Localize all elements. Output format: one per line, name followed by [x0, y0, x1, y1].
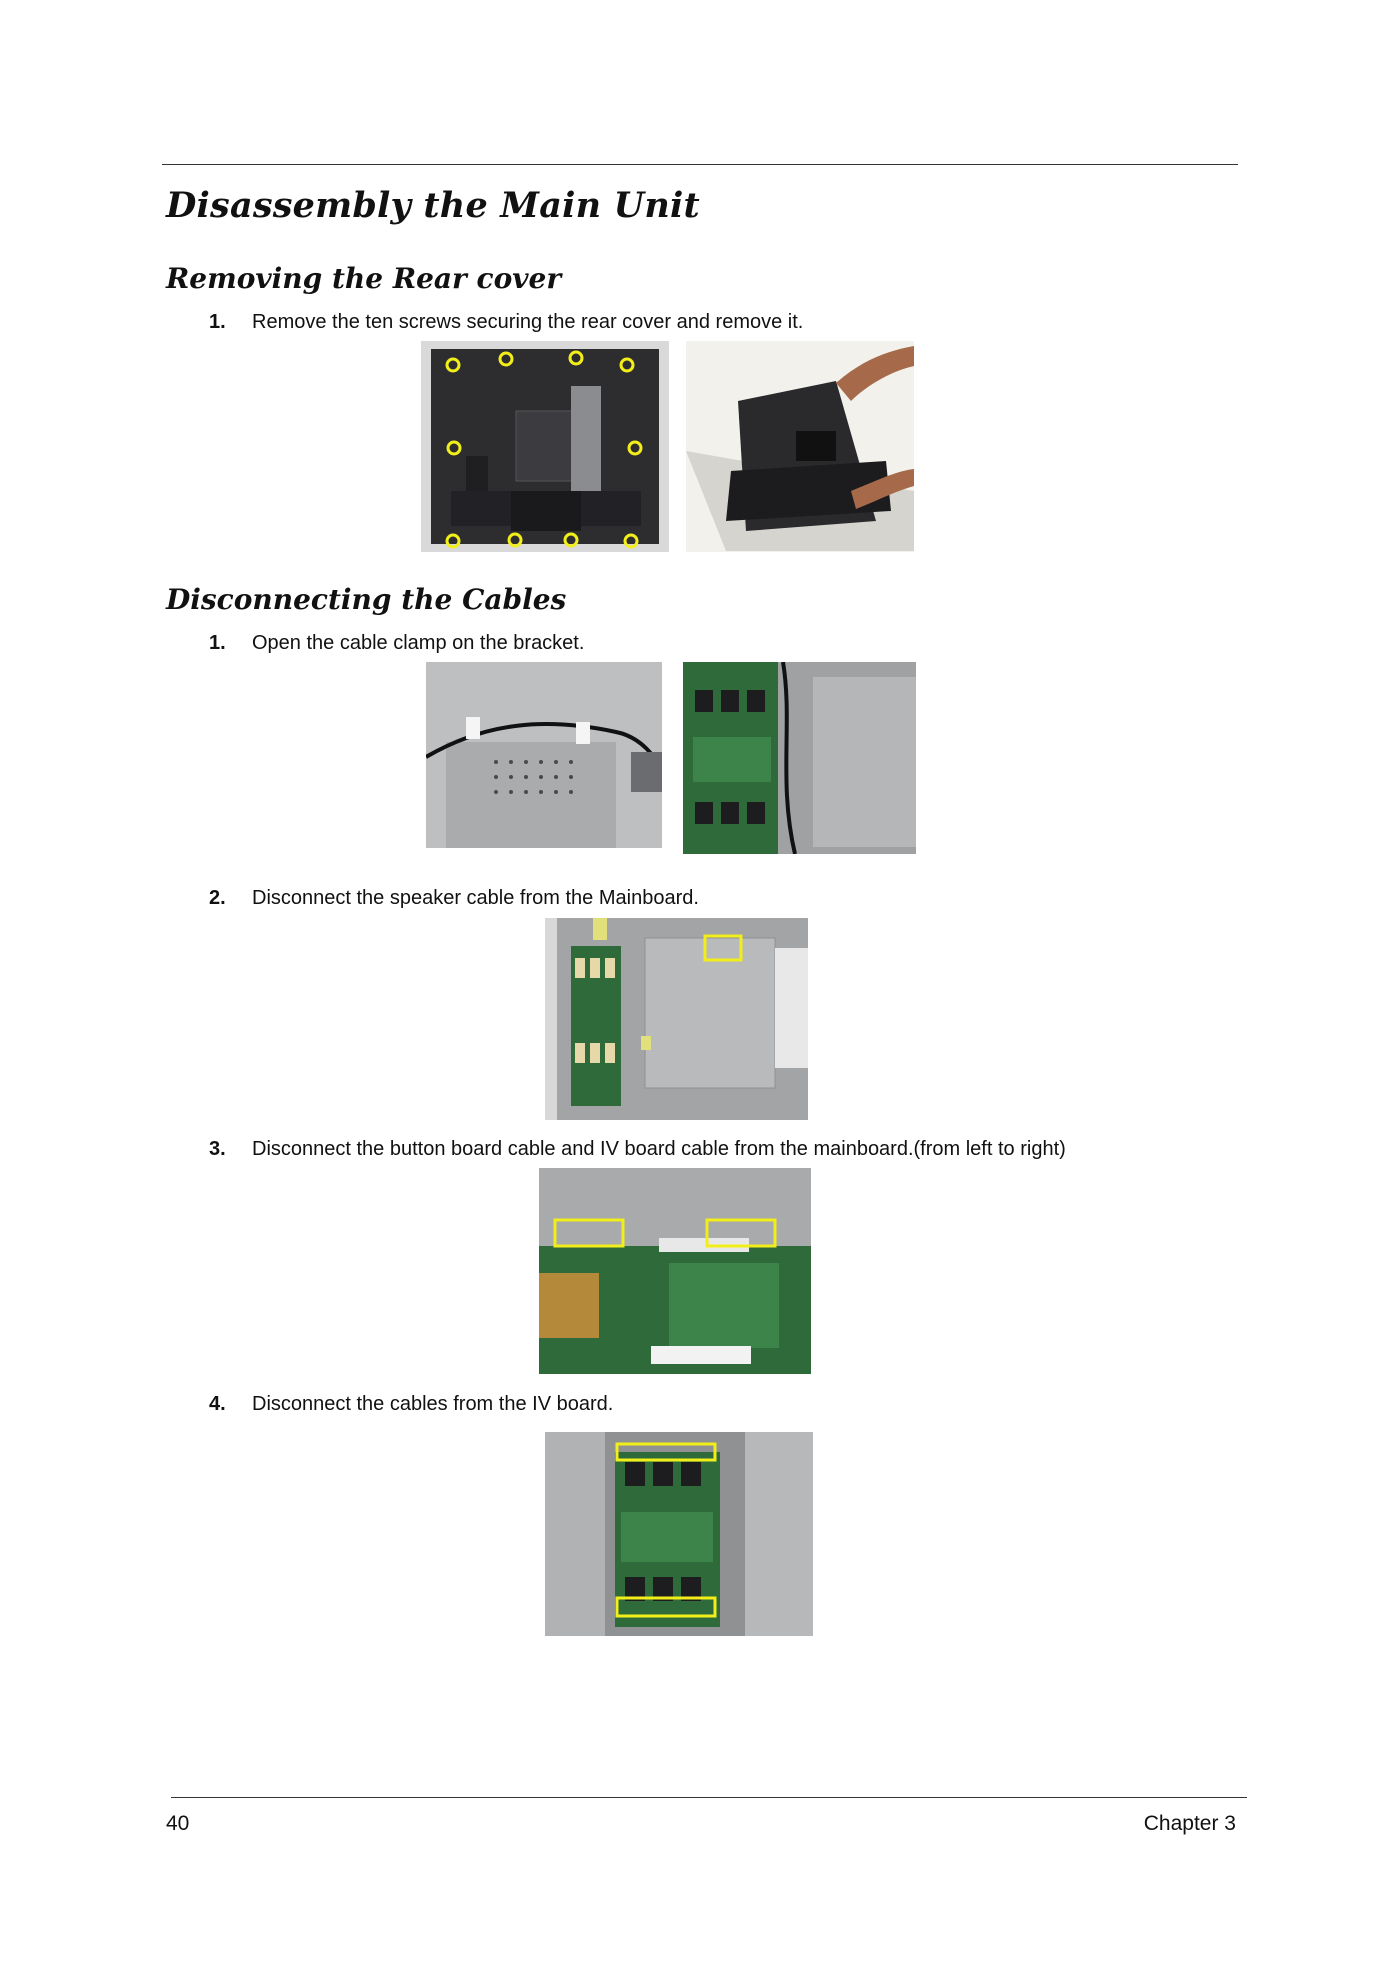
- chapter-label: Chapter 3: [1143, 1812, 1236, 1835]
- step-number: 1.: [209, 311, 226, 333]
- page-title: Disassembly the Main Unit: [166, 185, 700, 226]
- step-text: Disconnect the cables from the IV board.: [252, 1393, 614, 1415]
- photo-speaker-cable: [545, 918, 808, 1120]
- step-number: 3.: [209, 1138, 226, 1160]
- photo-iv-board-cables: [545, 1432, 813, 1636]
- photo-cable-clamp-b: [683, 662, 916, 854]
- step-open-clamp: 1. Open the cable clamp on the bracket.: [209, 632, 584, 655]
- footer-rule: [171, 1797, 1247, 1798]
- step-number: 1.: [209, 632, 226, 654]
- section-heading-cables: Disconnecting the Cables: [166, 583, 567, 616]
- step-number: 2.: [209, 887, 226, 909]
- step-text: Disconnect the speaker cable from the Ma…: [252, 887, 699, 909]
- step-button-iv-cable: 3. Disconnect the button board cable and …: [209, 1138, 1066, 1161]
- step-number: 4.: [209, 1393, 226, 1415]
- header-rule: [162, 164, 1238, 165]
- page-number: 40: [166, 1812, 190, 1835]
- step-text: Disconnect the button board cable and IV…: [252, 1138, 1066, 1160]
- step-text: Remove the ten screws securing the rear …: [252, 311, 804, 333]
- section-heading-rear-cover: Removing the Rear cover: [166, 262, 562, 295]
- step-remove-screws: 1. Remove the ten screws securing the rea…: [209, 311, 803, 334]
- step-iv-board-cables: 4. Disconnect the cables from the IV boar…: [209, 1393, 613, 1416]
- step-speaker-cable: 2. Disconnect the speaker cable from the …: [209, 887, 699, 910]
- photo-lift-rear-cover: [686, 341, 914, 552]
- photo-rear-cover-screws: [421, 341, 669, 552]
- step-text: Open the cable clamp on the bracket.: [252, 632, 585, 654]
- photo-button-iv-cable: [539, 1168, 811, 1374]
- photo-cable-clamp-a: [426, 662, 662, 848]
